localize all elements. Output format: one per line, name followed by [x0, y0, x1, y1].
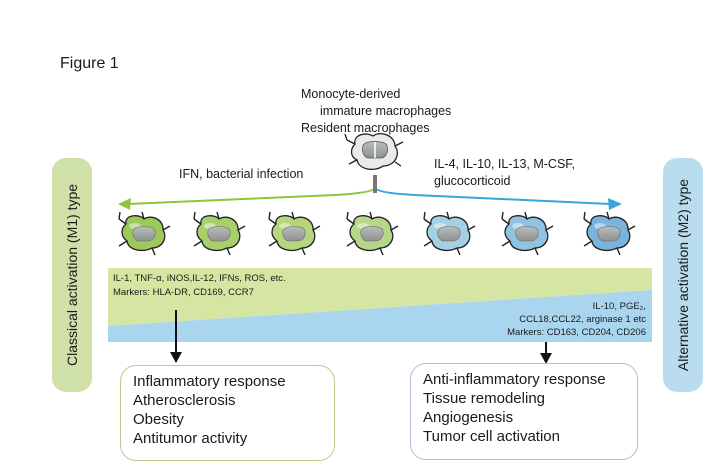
m2-factors-line-1: IL-10, PGE₂, [592, 301, 646, 312]
macrophage-icon [583, 211, 636, 256]
m1-outcomes-box: Inflammatory response Atherosclerosis Ob… [120, 365, 335, 461]
m2-type-banner: Alternative activation (M2) type [663, 158, 703, 392]
m2-wedge [108, 290, 652, 342]
m1-down-arrowhead [170, 352, 182, 363]
macrophage-row [118, 211, 636, 256]
m1-stimulus-label: IFN, bacterial infection [179, 167, 304, 181]
m1-wedge [108, 268, 652, 326]
m1-type-banner: Classical activation (M1) type [52, 158, 92, 392]
m2-factors-line-2: CCL18,CCL22, arginase 1 etc [519, 314, 646, 325]
m2-outcome: Tumor cell activation [423, 428, 560, 445]
macrophage-icon [423, 211, 476, 256]
figure-label: Figure 1 [60, 55, 119, 72]
source-line-2: immature macrophages [320, 104, 452, 118]
source-line-1: Monocyte-derived [301, 87, 401, 101]
m1-outcome: Obesity [133, 411, 184, 428]
source-macrophage-icon [344, 132, 404, 171]
m2-arrow [374, 187, 611, 205]
m1-outcome: Atherosclerosis [133, 392, 236, 409]
m2-arrowhead [608, 198, 622, 210]
m2-markers: Markers: CD163, CD204, CD206 [507, 327, 646, 338]
m2-outcome: Tissue remodeling [423, 390, 545, 407]
m1-arrow [127, 187, 376, 205]
macrophage-icon [268, 211, 321, 256]
macrophage-icon [118, 211, 171, 256]
source-line-3: Resident macrophages [301, 121, 430, 135]
m2-stimulus-line-2: glucocorticoid [434, 174, 511, 188]
m1-arrowhead [118, 198, 131, 210]
macrophage-icon [193, 211, 246, 256]
m2-outcome: Angiogenesis [423, 409, 514, 426]
macrophage-icon [501, 211, 554, 256]
m2-outcome: Anti-inflammatory response [423, 371, 606, 388]
macrophage-icon [346, 211, 399, 256]
m2-stimulus-line-1: IL-4, IL-10, IL-13, M-CSF, [434, 157, 576, 171]
m2-down-arrowhead [540, 353, 552, 364]
m1-markers: Markers: HLA-DR, CD169, CCR7 [113, 287, 254, 298]
m1-outcome: Antitumor activity [133, 430, 248, 447]
stem-line [373, 175, 377, 193]
m2-outcomes-box: Anti-inflammatory response Tissue remode… [410, 363, 638, 460]
m1-outcome: Inflammatory response [133, 373, 286, 390]
m1-factors-line-1: IL-1, TNF-α, iNOS,IL-12, IFNs, ROS, etc. [113, 273, 286, 284]
